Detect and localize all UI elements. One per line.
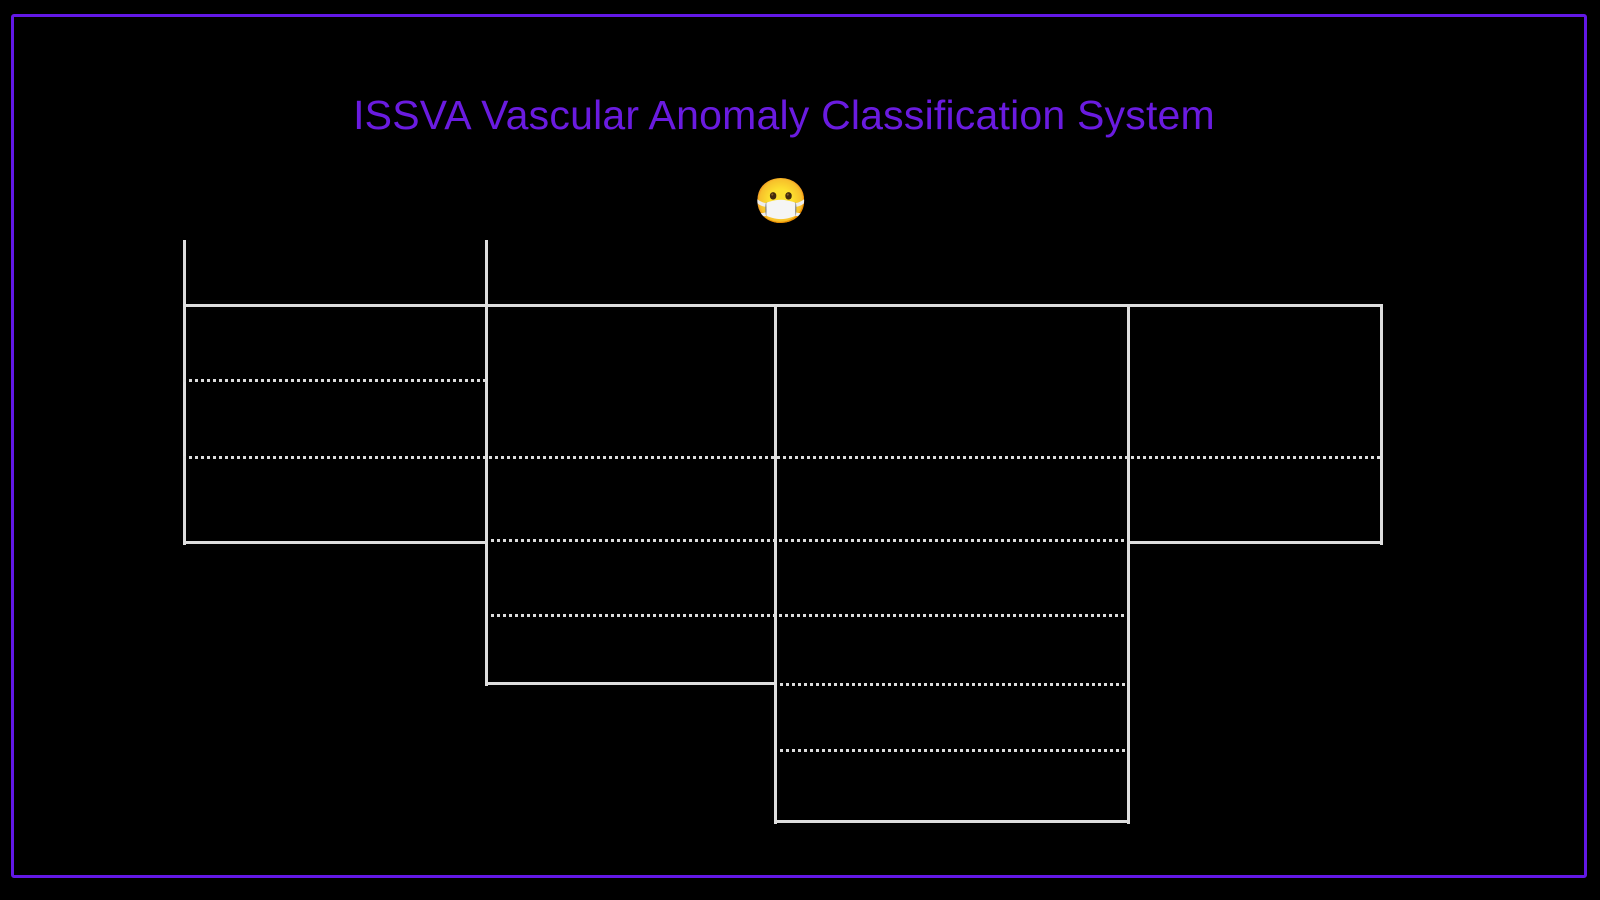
table-dotted-rule-col1-a bbox=[183, 379, 486, 382]
table-cell-c3r1 bbox=[777, 307, 1127, 456]
face-with-medical-mask-icon: 😷 bbox=[753, 177, 809, 226]
table-cell-c3r4 bbox=[777, 617, 1127, 683]
table-cell-c3r5 bbox=[777, 686, 1127, 749]
table-cell-c2r1 bbox=[488, 243, 774, 304]
table-cell-c4r1 bbox=[1130, 307, 1380, 456]
emoji-badge: 😷 bbox=[753, 174, 809, 230]
page-title: ISSVA Vascular Anomaly Classification Sy… bbox=[353, 92, 1215, 138]
table-cell-c1r4 bbox=[186, 459, 485, 541]
table-dotted-rule-col3-b bbox=[780, 749, 1129, 752]
table-vrule-col1-left bbox=[183, 240, 186, 545]
table-cell-c1r1 bbox=[186, 243, 485, 304]
table-dotted-rule-span-all bbox=[183, 456, 1383, 459]
table-hrule-header-bottom bbox=[183, 304, 1383, 307]
table-dotted-rule-col23-b bbox=[491, 614, 1129, 617]
table-hrule-col4-bottom bbox=[1127, 541, 1383, 544]
table-cell-c1r3 bbox=[186, 382, 485, 456]
table-hrule-col1-bottom bbox=[183, 541, 488, 544]
table-dotted-rule-col3-a bbox=[780, 683, 1129, 686]
table-cell-c2r2 bbox=[488, 307, 774, 456]
table-cell-c2r3 bbox=[488, 459, 774, 539]
table-vrule-right-edge bbox=[1380, 305, 1383, 545]
table-hrule-col3-bottom bbox=[774, 820, 1130, 823]
table-hrule-col2-bottom bbox=[485, 682, 777, 685]
table-vrule-col3-col4 bbox=[1127, 305, 1130, 824]
table-vrule-col1-col2 bbox=[485, 240, 488, 686]
table-cell-c1r2 bbox=[186, 307, 485, 379]
table-cell-c3r3 bbox=[777, 542, 1127, 614]
table-cell-c4r2 bbox=[1130, 459, 1380, 541]
table-cell-c3r6 bbox=[777, 752, 1127, 820]
table-cell-c3r2 bbox=[777, 459, 1127, 539]
table-vrule-col2-col3 bbox=[774, 305, 777, 824]
table-dotted-rule-col23-a bbox=[491, 539, 1129, 542]
table-cell-c2r4 bbox=[488, 542, 774, 682]
